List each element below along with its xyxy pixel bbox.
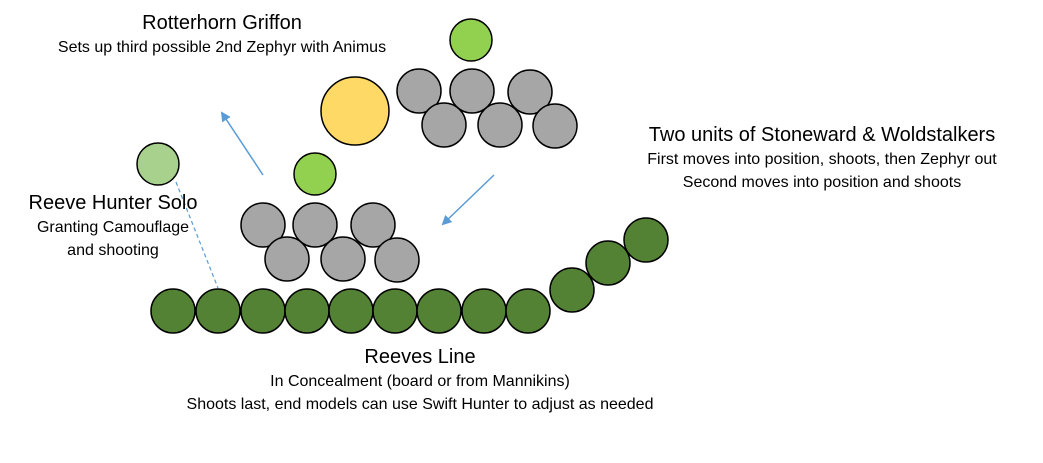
solo-title: Reeve Hunter Solo (28, 192, 198, 214)
unit-model (396, 68, 442, 114)
units-title: Two units of Stoneward & Woldstalkers (648, 124, 996, 146)
unit-leader-model (293, 152, 337, 196)
unit-model (449, 68, 495, 114)
reeves-label: Reeves Line In Concealment (board or fro… (120, 344, 720, 416)
unit-model (292, 202, 338, 248)
units-desc-line: Second moves into position and shoots (682, 174, 962, 191)
griffon-model (320, 76, 390, 146)
reeve-model (150, 288, 196, 334)
unit-model (240, 202, 286, 248)
solo-label: Reeve Hunter Solo Granting Camouflage an… (8, 190, 218, 262)
movement-arrow (441, 174, 495, 226)
reeve-model (284, 288, 330, 334)
movement-arrow (220, 111, 264, 176)
unit-model (264, 236, 310, 282)
reeve-model (372, 288, 418, 334)
unit-model (350, 202, 396, 248)
reeves-desc-line: Shoots last, end models can use Swift Hu… (186, 396, 654, 413)
reeve-model (195, 288, 241, 334)
units-desc-line: First moves into position, shoots, then … (647, 151, 997, 168)
unit-model (320, 236, 366, 282)
reeves-desc-line: In Concealment (board or from Mannikins) (270, 373, 570, 390)
unit-model (421, 102, 467, 148)
reeve-hunter-solo-model (136, 142, 180, 186)
unit-model (374, 237, 420, 283)
reeve-model (549, 267, 595, 313)
units-label: Two units of Stoneward & Woldstalkers Fi… (578, 122, 1043, 194)
reeve-model (240, 288, 286, 334)
unit-model (507, 69, 553, 115)
dashed-link-line (175, 181, 219, 289)
reeve-model (416, 288, 462, 334)
solo-desc-line: Granting Camouflage (36, 219, 190, 236)
griffon-title: Rotterhorn Griffon (142, 12, 302, 34)
reeve-model (585, 240, 631, 286)
unit-model (532, 103, 578, 149)
solo-desc-line: and shooting (67, 242, 159, 259)
reeve-model (328, 288, 374, 334)
griffon-label: Rotterhorn Griffon Sets up third possibl… (22, 10, 422, 59)
reeve-model (461, 288, 507, 334)
reeves-line-models (150, 217, 669, 334)
griffon-desc-line: Sets up third possible 2nd Zephyr with A… (57, 39, 387, 56)
reeve-model (505, 288, 551, 334)
reeves-title: Reeves Line (364, 346, 476, 368)
stoneward-unit-upper (396, 18, 578, 149)
reeve-model (623, 217, 669, 263)
unit-leader-model (449, 18, 493, 62)
unit-model (477, 102, 523, 148)
stoneward-unit-lower (240, 152, 420, 283)
